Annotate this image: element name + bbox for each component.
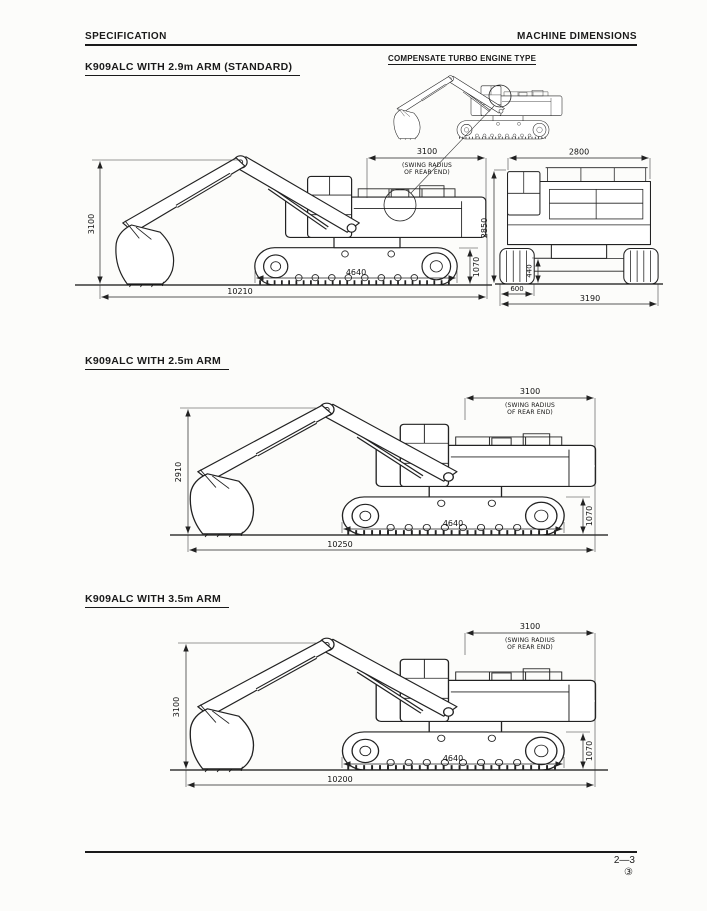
- dim-swing-radius: 3100: [417, 147, 437, 156]
- dim-overall-height: 2910: [174, 462, 183, 482]
- turbo-callout-circle-main: [383, 188, 417, 222]
- dim-track-height: 1070: [585, 741, 594, 761]
- swing-radius-note-2: OF REAR END): [507, 409, 553, 416]
- page-number: 2—3: [613, 855, 635, 866]
- callout-leader-line: [410, 105, 495, 194]
- excavator-thumbnail: [392, 74, 564, 142]
- dim-overall-height: 3100: [87, 214, 96, 234]
- section-title-29m: K909ALC WITH 2.9m ARM (STANDARD): [85, 61, 301, 76]
- turbo-callout-circle-small: [488, 84, 512, 108]
- swing-radius-note-2: OF REAR END): [507, 644, 553, 651]
- excavator-side-view-25m: [190, 403, 595, 537]
- diagram-25m: 2910 3100 (SWING RADIUS OF REAR END) 107…: [170, 387, 608, 553]
- swing-radius-note-1: (SWING RADIUS: [505, 402, 555, 409]
- footer-rule: [85, 851, 637, 853]
- dim-track-length: 4640: [346, 268, 366, 277]
- dim-rear-shoe-width: 600: [510, 285, 523, 293]
- header-right: MACHINE DIMENSIONS: [517, 31, 637, 42]
- sheet-number: ③: [624, 867, 633, 878]
- excavator-side-view-35m: [190, 638, 595, 772]
- dim-overall-length: 10250: [327, 540, 352, 549]
- excavator-rear-view: [499, 167, 659, 285]
- dim-swing-radius: 3100: [520, 622, 540, 631]
- swing-radius-note-1: (SWING RADIUS: [505, 637, 555, 644]
- swing-radius-note-1: (SWING RADIUS: [402, 162, 452, 169]
- dim-rear-clearance: 440: [526, 264, 534, 277]
- dim-overall-height: 3100: [172, 697, 181, 717]
- dim-rear-overall-width: 3190: [580, 294, 600, 303]
- header-left: SPECIFICATION: [85, 31, 167, 42]
- diagram-35m: 3100 3100 (SWING RADIUS OF REAR END) 107…: [170, 622, 608, 788]
- dim-overall-length: 10200: [327, 775, 352, 784]
- header-rule: [85, 44, 637, 46]
- dim-track-height: 1070: [472, 257, 481, 277]
- dim-rear-body-width: 2800: [569, 148, 589, 157]
- diagram-29m-standard: 3100 3100 (SWING RADIUS OF REAR END) 107…: [75, 74, 663, 307]
- section-title-35m: K909ALC WITH 3.5m ARM: [85, 593, 230, 608]
- compensate-turbo-label: COMPENSATE TURBO ENGINE TYPE: [388, 54, 537, 65]
- dim-overall-length: 10210: [227, 287, 252, 296]
- swing-radius-note-2: OF REAR END): [404, 169, 450, 176]
- dim-rear-overall-height: 2850: [480, 218, 489, 238]
- dim-track-height: 1070: [585, 506, 594, 526]
- dim-track-length: 4640: [443, 754, 463, 763]
- section-title-25m: K909ALC WITH 2.5m ARM: [85, 355, 230, 370]
- dim-swing-radius: 3100: [520, 387, 540, 396]
- dim-track-length: 4640: [443, 519, 463, 528]
